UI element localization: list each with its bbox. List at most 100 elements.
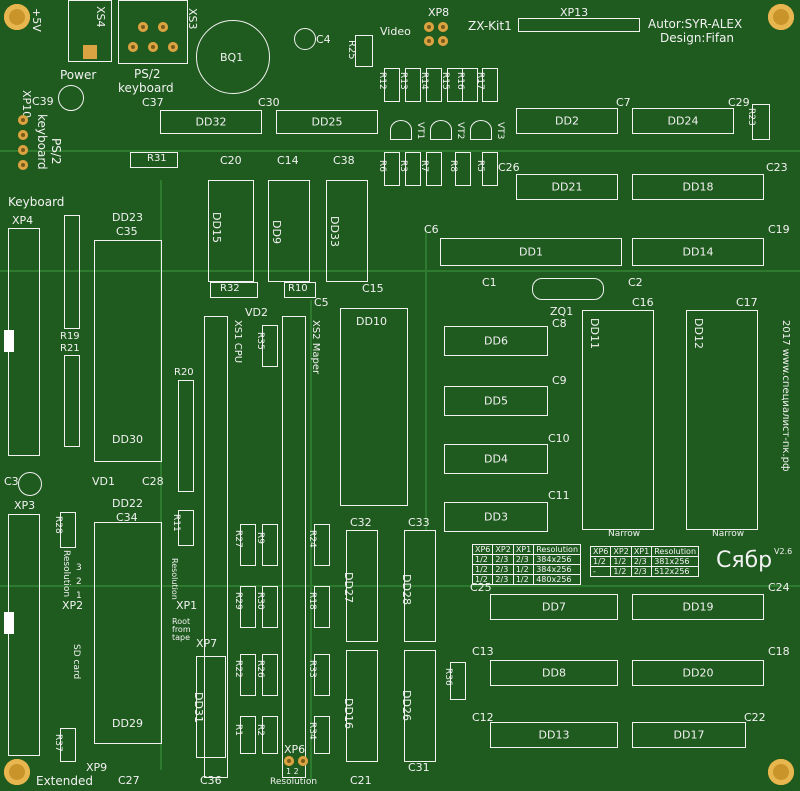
label-dd10: DD10 <box>356 315 387 328</box>
label-r16: R16 <box>455 72 465 90</box>
resistor-r30 <box>262 586 278 628</box>
resistor-r9 <box>262 524 278 566</box>
label-c30: C30 <box>258 96 280 109</box>
label-kit: ZX-Kit1 <box>468 19 512 33</box>
chip-dd22-dd29 <box>94 522 162 744</box>
table-header: XP6 <box>471 544 494 555</box>
label-vt3: VT3 <box>495 122 505 140</box>
label-r11: R11 <box>171 514 181 532</box>
label-c35: C35 <box>116 225 138 238</box>
label-resolution-bottom: Resolution <box>270 777 318 787</box>
label-r9: R9 <box>255 532 265 544</box>
board-title: Сябр <box>716 548 773 573</box>
chip-dd2: DD2 <box>516 108 618 134</box>
label-dd12: DD12 <box>692 318 705 349</box>
label-c36: C36 <box>200 774 222 787</box>
chip-dd13: DD13 <box>490 722 618 748</box>
resistor-r35 <box>262 325 278 367</box>
socket-xs2[interactable] <box>282 316 306 778</box>
table-cell: 480x256 <box>533 574 582 585</box>
connector-xp3[interactable] <box>8 514 40 756</box>
chip-dd18: DD18 <box>632 174 764 200</box>
chip-dd33 <box>326 180 368 282</box>
label-r27: R27 <box>233 530 243 548</box>
pad <box>424 22 434 32</box>
label-dd29: DD29 <box>112 717 143 730</box>
label-r31: R31 <box>147 153 167 164</box>
label-c31: C31 <box>408 761 430 774</box>
table-cell: 2/3 <box>492 554 514 565</box>
label-r5: R5 <box>475 160 485 172</box>
chip-dd9 <box>268 180 310 282</box>
chip-dd23-dd30 <box>94 240 162 462</box>
label-narrow-1: Narrow <box>608 529 641 539</box>
label-zq1: ZQ1 <box>550 305 574 318</box>
pad <box>18 160 28 170</box>
label-r3: R3 <box>398 160 408 172</box>
label-xp10: XP10 <box>20 90 33 119</box>
label-r23: R23 <box>746 108 756 126</box>
chip-dd12 <box>686 310 758 530</box>
label-c17: C17 <box>736 296 758 309</box>
label-resolution-left: Resolution <box>61 550 71 598</box>
socket-xs1[interactable] <box>204 316 228 778</box>
table-cell: 381x256 <box>651 556 700 567</box>
label-c20: C20 <box>220 154 242 167</box>
label-r24: R24 <box>307 530 317 548</box>
resistor-r7 <box>426 152 442 186</box>
label-r25: R25 <box>346 40 357 60</box>
resistor-r27 <box>240 524 256 566</box>
resistor-r22 <box>240 654 256 696</box>
label-r29: R29 <box>233 592 243 610</box>
connector-ps2[interactable] <box>118 0 188 64</box>
label-c8: C8 <box>552 317 567 330</box>
chip-dd14: DD14 <box>632 238 764 266</box>
connector-power[interactable] <box>68 0 112 62</box>
label-power: Power <box>60 68 97 82</box>
label-c9: C9 <box>552 374 567 387</box>
resistor-r1 <box>240 716 256 754</box>
label-dd15: DD15 <box>210 212 223 243</box>
label-c14: C14 <box>277 154 299 167</box>
transistor-vt3 <box>470 120 492 140</box>
connector-xp13[interactable] <box>518 18 640 32</box>
resistor-r12 <box>384 68 400 102</box>
label-r17: R17 <box>475 72 485 90</box>
table-cell: 2/3 <box>512 554 535 565</box>
table-header: XP2 <box>610 546 632 557</box>
pad <box>128 42 138 52</box>
edge-marker <box>4 612 14 634</box>
pad <box>158 22 168 32</box>
label-author: Autor:SYR-ALEX <box>648 17 743 31</box>
table-cell: 1/2 <box>471 564 494 575</box>
chip-dd16 <box>346 650 378 762</box>
table-cell: - <box>589 566 612 577</box>
chip-dd11 <box>582 310 654 530</box>
label-c7: C7 <box>616 96 631 109</box>
label-dd9: DD9 <box>270 220 283 244</box>
chip-dd32: DD32 <box>160 110 262 134</box>
label-c2: C2 <box>628 276 643 289</box>
crystal-bq1 <box>196 20 270 94</box>
label-c3: C3 <box>4 475 19 488</box>
label-pin-1: 1 <box>76 591 82 601</box>
trace <box>0 585 800 587</box>
label-r32: R32 <box>220 283 240 294</box>
label-r26: R26 <box>255 660 265 678</box>
label-xs4: XS4 <box>94 6 107 28</box>
trace <box>160 180 162 770</box>
label-c34: C34 <box>116 511 138 524</box>
label-r7: R7 <box>419 160 429 172</box>
label-r33: R33 <box>307 660 317 678</box>
label-r21: R21 <box>60 343 80 354</box>
label-c21: C21 <box>350 774 372 787</box>
resistor-r16 <box>462 68 478 102</box>
label-r10: R10 <box>288 283 308 294</box>
chip-dd7: DD7 <box>490 594 618 620</box>
resistor-r21 <box>64 355 80 447</box>
label-vt2: VT2 <box>455 122 465 140</box>
resistor-r20 <box>178 380 194 492</box>
table-cell: 2/3 <box>492 574 514 585</box>
label-xp1: XP1 <box>176 599 198 612</box>
